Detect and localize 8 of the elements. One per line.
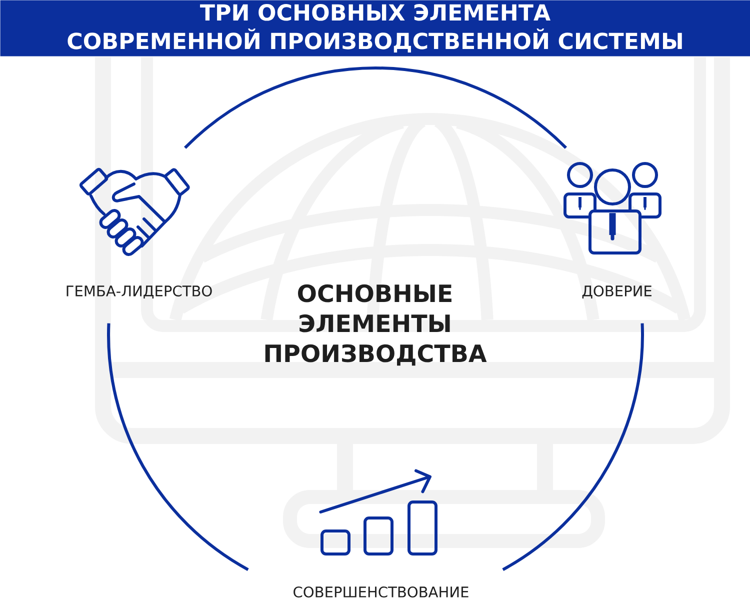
connector-arc bbox=[184, 66, 567, 149]
connector-arc bbox=[107, 323, 249, 571]
node-label: СОВЕРШЕНСТВОВАНИЕ bbox=[294, 586, 468, 598]
node-label: ГЕМБА-ЛИДЕРСТВО bbox=[66, 285, 212, 299]
connector-arc bbox=[502, 323, 644, 571]
title-banner: ТРИ ОСНОВНЫХ ЭЛЕМЕНТА СОВРЕМЕННОЙ ПРОИЗВОДСТВЕННОЙ СИСТЕМЫ bbox=[0, 0, 750, 56]
node-label: ДОВЕРИЕ bbox=[582, 285, 652, 299]
center-label: ОСНОВНЫЕ ЭЛЕМЕНТЫ ПРОИЗВОДСТВА bbox=[265, 284, 487, 366]
